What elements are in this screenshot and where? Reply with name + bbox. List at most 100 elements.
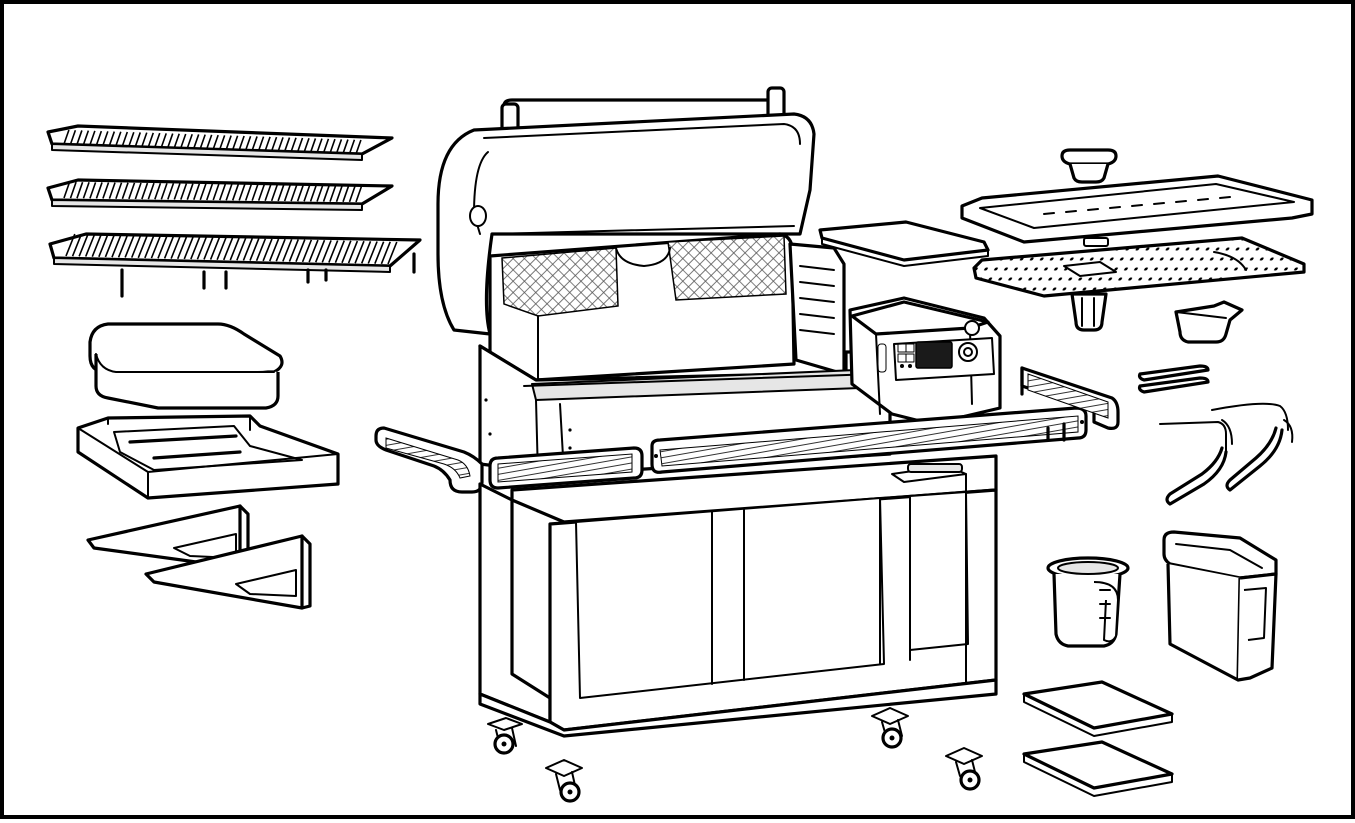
middle-grill-grate [46,178,394,211]
grate-bar [134,132,142,147]
grate-bar [335,139,343,154]
grate-bar [309,138,317,153]
grate-bar [186,183,194,200]
grate-bar [209,237,221,260]
grate-bar [303,137,310,153]
grate-bar [257,184,266,201]
grate-bar [309,185,317,202]
side-board [818,220,990,267]
grate-bar [206,134,213,150]
cart-frame [478,454,998,738]
grate-bar [102,182,110,199]
grate-bar [268,238,280,262]
grate-bar [137,235,148,259]
shelf-clips [1137,364,1210,394]
grate-bar [98,234,109,258]
caster-front-right [945,747,983,791]
grate-bar [244,184,253,201]
grate-bar [63,181,71,199]
grate-bar [282,239,293,262]
meat-probe-right [1211,402,1294,492]
grate-bar [270,136,278,152]
grate-bar [290,137,297,153]
grate-bar [150,235,161,259]
side-shelf-right-end [1020,366,1120,442]
grate-bar [314,239,326,263]
grate-bar [89,130,96,146]
meat-probe-left [1159,419,1233,506]
left-support-brackets [86,504,312,610]
grate-bar [275,238,286,262]
grate-bar [329,138,336,154]
grate-bar [82,130,90,145]
grate-bar [115,131,122,147]
pellet-hopper [848,296,1002,426]
grate-bar [244,135,252,151]
grate-bar [176,236,188,260]
grate-bar [277,184,285,202]
grate-bar [89,182,97,199]
grate-bar [329,185,337,202]
grate-bar [229,237,240,261]
grate-bar [342,139,349,154]
grate-bar [290,184,298,202]
grate-bar [334,240,345,263]
grate-bar [199,134,206,149]
caster-front-center [545,759,583,803]
firebox-side-vents [788,242,846,376]
grate-bar [288,239,299,262]
grate-bar [374,241,385,264]
grate-bar [128,182,136,200]
controller-panel[interactable] [877,337,995,381]
grate-bar [141,132,148,147]
grate-bar [262,238,273,262]
grate-bar [65,233,76,257]
grate-bar [115,182,123,199]
upper-grill-grate [46,124,394,161]
grate-bar [212,134,219,150]
grate-bar [160,183,168,200]
grate-bar [180,183,188,200]
grate-bar [225,183,233,201]
grate-bar [117,235,129,258]
grate-bar [180,133,187,149]
grate-bar [203,237,214,260]
grate-bar [170,236,181,259]
grate-bar [264,136,271,152]
griddle-slots [1043,196,1231,215]
grate-bar [121,182,129,200]
grate-bar [322,185,330,202]
heat-baffle-frame [76,414,340,500]
grate-bar [341,240,352,264]
grate-bar [167,183,175,200]
grate-bar [121,131,129,147]
grate-bar [147,132,155,148]
grate-bar [144,235,155,259]
grate-bar [335,185,343,202]
grate-bar [154,182,162,200]
pizza-stone-lower [1022,740,1174,797]
grate-bar [141,182,149,200]
grate-bar [91,234,102,257]
grate-bar [63,129,70,145]
grate-bar [71,233,83,257]
firebox-back-wall [488,232,796,385]
grate-bar [167,133,174,148]
grate-bar [354,240,365,264]
grate-bar [238,135,245,151]
grate-bar [321,240,332,263]
pizza-stone-upper [1022,680,1174,737]
grate-bar [199,183,207,201]
grate-bar [360,241,372,264]
grate-bar [328,240,339,263]
grate-bar [283,137,291,152]
grate-bar [163,236,175,259]
grate-bar [104,234,115,258]
grate-bar [236,237,247,261]
grate-bar [249,238,260,261]
grate-bar [102,131,109,146]
grate-bar [78,234,89,257]
grate-bar [301,239,313,263]
grate-bar [108,182,116,199]
